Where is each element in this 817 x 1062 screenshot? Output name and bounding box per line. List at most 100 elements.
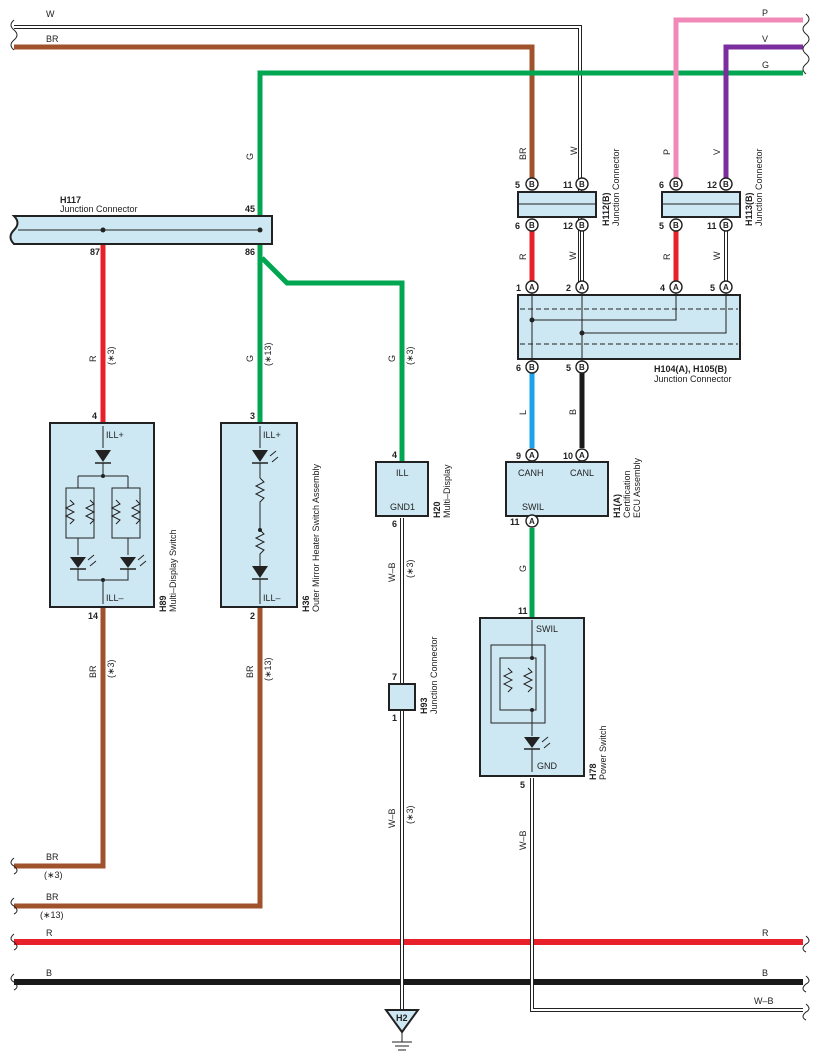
svg-text:Junction Connector: Junction Connector <box>60 204 138 214</box>
svg-text:H36: H36 <box>301 595 311 612</box>
svg-text:5: 5 <box>710 283 715 293</box>
svg-text:5: 5 <box>566 363 571 373</box>
wire-label-v: V <box>762 34 768 44</box>
svg-text:H112(B): H112(B) <box>601 192 611 226</box>
svg-text:Multi–Display Switch: Multi–Display Switch <box>168 529 178 612</box>
svg-text:A: A <box>723 283 729 292</box>
wire-label-wb-h78: W–B <box>518 830 528 850</box>
svg-text:H89: H89 <box>158 595 168 612</box>
svg-text:SWIL: SWIL <box>536 624 558 634</box>
svg-text:H2: H2 <box>396 1013 408 1023</box>
svg-text:Junction Connector: Junction Connector <box>654 374 732 384</box>
svg-text:2: 2 <box>566 283 571 293</box>
wire-br-top <box>14 44 535 184</box>
svg-text:H117: H117 <box>60 195 81 205</box>
svg-text:B: B <box>579 363 585 372</box>
svg-text:Junction Connector: Junction Connector <box>754 148 764 226</box>
connector-h93: 7 1 H93 Junction Connector <box>388 636 439 723</box>
svg-text:A: A <box>579 451 585 460</box>
svg-text:6: 6 <box>516 363 521 373</box>
wire-wb-h78 <box>530 778 803 1012</box>
wire-label-g-h20: G <box>387 355 397 362</box>
wire-note-br-h89: (∗3) <box>106 659 116 678</box>
svg-text:5: 5 <box>515 180 520 190</box>
wire-note-g-h20: (∗3) <box>405 346 415 365</box>
led-icon <box>524 737 540 748</box>
wire-note-g-h36: (∗13) <box>263 342 273 366</box>
wire-label-w-h112: W <box>569 146 579 155</box>
svg-text:4: 4 <box>92 411 97 421</box>
wire-note-br-left-1: (∗3) <box>44 870 63 880</box>
svg-text:86: 86 <box>245 247 255 257</box>
wire-note-r-h89: (∗3) <box>106 346 116 365</box>
wire-label-br-left-2: BR <box>46 892 59 902</box>
connector-h117: H117 Junction Connector 45 87 86 <box>9 195 273 257</box>
resistor-icon <box>110 499 122 525</box>
svg-text:4: 4 <box>660 283 665 293</box>
svg-text:B: B <box>673 180 679 189</box>
svg-text:4: 4 <box>392 450 397 460</box>
svg-text:B: B <box>723 180 729 189</box>
svg-text:6: 6 <box>659 180 664 190</box>
svg-text:87: 87 <box>90 247 100 257</box>
resistor-icon <box>522 667 534 693</box>
svg-text:5: 5 <box>520 780 525 790</box>
svg-text:Certification: Certification <box>622 470 632 518</box>
wire-label-r-4: R <box>662 253 672 260</box>
resistor-icon <box>64 499 76 525</box>
wire-br-h36 <box>14 607 263 909</box>
wire-label-g-swil: G <box>518 565 528 572</box>
connector-h78: SWIL GND 11 5 H78 Power Switch <box>479 606 608 790</box>
wire-label-g-top: G <box>762 60 769 70</box>
wire-label-l: L <box>518 410 528 415</box>
wire-label-br-top: BR <box>46 34 59 44</box>
svg-text:H1(A): H1(A) <box>612 494 622 518</box>
svg-text:6: 6 <box>515 221 520 231</box>
wire-label-p-h113: P <box>662 149 672 155</box>
connector-h104-h105: A A A A B B 1 2 4 5 6 5 H104(A), H105(B)… <box>516 280 741 384</box>
wire-p <box>673 17 803 184</box>
wire-label-wb-h20: W–B <box>387 562 397 582</box>
led-icon <box>252 450 268 462</box>
wire-v <box>723 44 803 184</box>
svg-text:A: A <box>579 283 585 292</box>
svg-text:SWIL: SWIL <box>522 502 544 512</box>
wire-label-r-bus-right: R <box>762 928 769 938</box>
wire-note-br-h36: (∗13) <box>263 657 273 681</box>
svg-text:11: 11 <box>707 221 717 231</box>
svg-text:3: 3 <box>250 411 255 421</box>
wire-label-g-vert: G <box>245 153 255 160</box>
connector-h89: ILL+ ILL– 4 14 H89 Multi–Display Switch <box>49 411 178 621</box>
wire-label-wb-h93: W–B <box>387 808 397 828</box>
svg-text:ILL–: ILL– <box>106 593 124 603</box>
svg-text:B: B <box>579 221 585 230</box>
resistor-icon <box>502 667 514 693</box>
connector-h112: B B B B 5 11 6 12 H112(B) Junction Conne… <box>515 148 621 232</box>
wire-label-w-2: W <box>568 251 578 260</box>
wire-label-br-left-1: BR <box>46 852 59 862</box>
wire-note-wb-h93: (∗3) <box>405 805 415 824</box>
svg-text:H20: H20 <box>432 501 442 518</box>
connector-h20: ILL GND1 4 6 H20 Multi–Display <box>375 450 452 529</box>
wire-label-r-h89: R <box>88 355 98 362</box>
wire-g-top <box>257 70 803 230</box>
wire-label-br-h89: BR <box>88 665 98 678</box>
svg-text:11: 11 <box>510 517 520 527</box>
wire-label-b-can: B <box>568 409 578 415</box>
svg-text:45: 45 <box>245 204 255 214</box>
svg-text:Power Switch: Power Switch <box>598 725 608 780</box>
ground-h2: H2 <box>384 1009 420 1051</box>
svg-text:Junction Connector: Junction Connector <box>611 148 621 226</box>
wire-label-br-h112: BR <box>518 147 528 160</box>
wire-note-wb-h20: (∗3) <box>405 559 415 578</box>
wire-label-b-bus-left: B <box>46 968 52 978</box>
svg-text:12: 12 <box>707 180 717 190</box>
wire-label-wb-right: W–B <box>754 996 774 1006</box>
wire-label-g-h36: G <box>245 355 255 362</box>
wire-note-br-left-2: (∗13) <box>40 910 64 920</box>
svg-text:Outer Mirror Heater Switch Ass: Outer Mirror Heater Switch Assembly <box>311 463 321 612</box>
svg-text:GND: GND <box>537 761 558 771</box>
wire-br-h89 <box>14 607 106 869</box>
resistor-icon <box>84 499 96 525</box>
